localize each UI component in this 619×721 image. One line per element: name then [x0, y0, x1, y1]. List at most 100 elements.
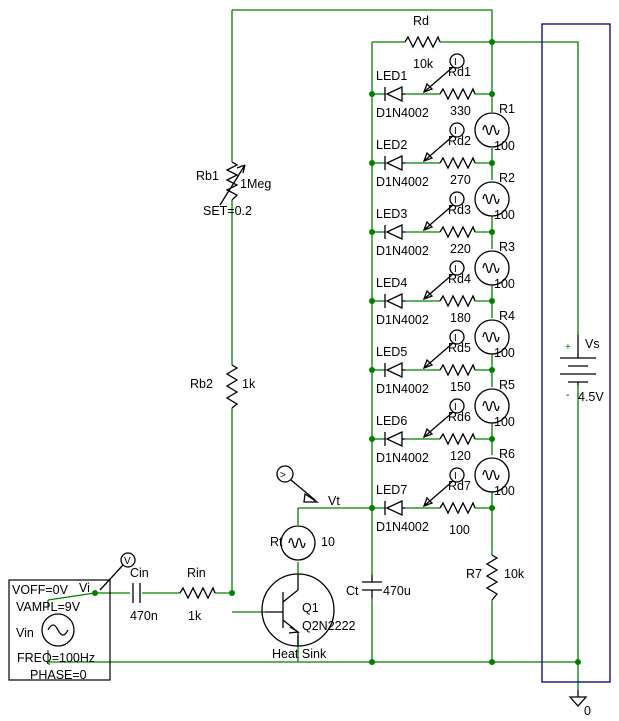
- current-marker-letter: I: [454, 57, 457, 68]
- current-marker-letter: I: [454, 471, 457, 482]
- vi-node-label: Vi: [79, 581, 90, 595]
- junction-dots: [92, 39, 581, 665]
- diode-model: D1N4002: [376, 106, 429, 120]
- rd-series-resistor[interactable]: [439, 294, 476, 308]
- rb1-resistor[interactable]: [225, 161, 239, 201]
- vt-voltage-probe-icon[interactable]: [276, 465, 320, 503]
- q1-transistor-icon[interactable]: [261, 573, 335, 647]
- ground-label: 0: [584, 704, 591, 718]
- vs-value: 4.5V: [578, 390, 604, 404]
- current-marker-letter: I: [454, 126, 457, 137]
- led-diode-icon[interactable]: [384, 361, 403, 379]
- led-diode-icon[interactable]: [384, 223, 403, 241]
- current-marker-lead: [423, 135, 454, 162]
- rd-value: 120: [450, 449, 471, 463]
- vs-frame: [541, 23, 611, 683]
- vin-ref: Vin: [16, 626, 34, 640]
- rb2-ref: Rb2: [190, 377, 213, 391]
- led-ref: LED6: [376, 414, 407, 428]
- led-diode-icon[interactable]: [384, 292, 403, 310]
- vt-ref: Vt: [328, 494, 340, 508]
- r7-resistor[interactable]: [485, 554, 499, 601]
- rd-ref: Rd3: [448, 203, 471, 217]
- rd-value: 330: [450, 104, 471, 118]
- current-marker-icon[interactable]: [449, 260, 465, 276]
- ct-capacitor[interactable]: [362, 575, 382, 598]
- current-marker-lead: [423, 273, 454, 300]
- current-marker-arrow-icon: [422, 151, 434, 163]
- rt-ref: Rt: [270, 535, 283, 549]
- rd-value: 270: [450, 173, 471, 187]
- led-ref: LED5: [376, 345, 407, 359]
- lamp-resistor-icon[interactable]: [474, 319, 510, 355]
- vin-phase: PHASE=0: [30, 668, 87, 682]
- lamp-resistor-icon[interactable]: [474, 250, 510, 286]
- lamp-resistor-icon[interactable]: [474, 112, 510, 148]
- led-diode-icon[interactable]: [384, 430, 403, 448]
- vin-freq: FREQ=100Hz: [17, 651, 95, 665]
- current-marker-lead: [423, 342, 454, 369]
- q1-ref: Q1: [302, 601, 319, 615]
- current-marker-icon[interactable]: [449, 329, 465, 345]
- ct-value: 470u: [383, 584, 411, 598]
- rd-series-resistor[interactable]: [439, 363, 476, 377]
- cin-capacitor[interactable]: [132, 583, 141, 603]
- rt-lamp-icon[interactable]: [280, 525, 316, 561]
- led-ref: LED2: [376, 138, 407, 152]
- led-diode-icon[interactable]: [384, 85, 403, 103]
- rd-series-resistor[interactable]: [439, 156, 476, 170]
- rd-resistor[interactable]: [404, 35, 441, 49]
- rb2-value: 1k: [242, 377, 256, 391]
- diode-model: D1N4002: [376, 451, 429, 465]
- rd-series-resistor[interactable]: [439, 432, 476, 446]
- rd-ref: Rd5: [448, 341, 471, 355]
- lamp-filament: [482, 469, 500, 481]
- rd-value: 150: [450, 380, 471, 394]
- rd-value: 180: [450, 311, 471, 325]
- current-marker-icon[interactable]: [449, 122, 465, 138]
- vs-minus: -: [566, 390, 569, 401]
- rd-series-resistor[interactable]: [439, 501, 476, 515]
- lamp-value: 100: [494, 484, 515, 498]
- lamp-filament: [482, 331, 500, 343]
- rd-series-resistor[interactable]: [439, 87, 476, 101]
- lamp-filament: [482, 262, 500, 274]
- vi-voltage-marker-icon[interactable]: [99, 552, 136, 591]
- rd-ref: Rd6: [448, 410, 471, 424]
- vs-ref: Vs: [585, 337, 600, 351]
- lamp-ref: R3: [499, 240, 515, 254]
- vs-battery[interactable]: [560, 335, 596, 385]
- rd-ref: Rd: [413, 14, 429, 28]
- current-marker-icon[interactable]: [449, 398, 465, 414]
- current-marker-icon[interactable]: [449, 467, 465, 483]
- rb1-value: 1Meg: [240, 177, 271, 191]
- current-marker-icon[interactable]: [449, 53, 465, 69]
- vin-frame: [8, 579, 111, 681]
- rin-resistor[interactable]: [179, 586, 216, 600]
- ct-ref: Ct: [346, 584, 359, 598]
- current-marker-icon[interactable]: [449, 191, 465, 207]
- vin-sine-source-icon[interactable]: [41, 613, 75, 647]
- rb2-resistor[interactable]: [225, 364, 239, 409]
- led-diode-icon[interactable]: [384, 499, 403, 517]
- lamp-resistor-icon[interactable]: [474, 181, 510, 217]
- current-marker-arrow-icon: [422, 358, 434, 370]
- lamp-value: 100: [494, 208, 515, 222]
- rd-series-resistor[interactable]: [439, 225, 476, 239]
- lamp-ref: R2: [499, 171, 515, 185]
- diode-model: D1N4002: [376, 175, 429, 189]
- ground-icon: [568, 690, 588, 707]
- lamp-resistor-icon[interactable]: [474, 457, 510, 493]
- led-ref: LED4: [376, 276, 407, 290]
- lamp-value: 100: [494, 139, 515, 153]
- led-diode-icon[interactable]: [384, 154, 403, 172]
- lamp-filament: [482, 124, 500, 136]
- current-marker-letter: I: [454, 195, 457, 206]
- lamp-ref: R5: [499, 378, 515, 392]
- vin-voff: VOFF=0V: [12, 583, 69, 597]
- lamp-resistor-icon[interactable]: [474, 388, 510, 424]
